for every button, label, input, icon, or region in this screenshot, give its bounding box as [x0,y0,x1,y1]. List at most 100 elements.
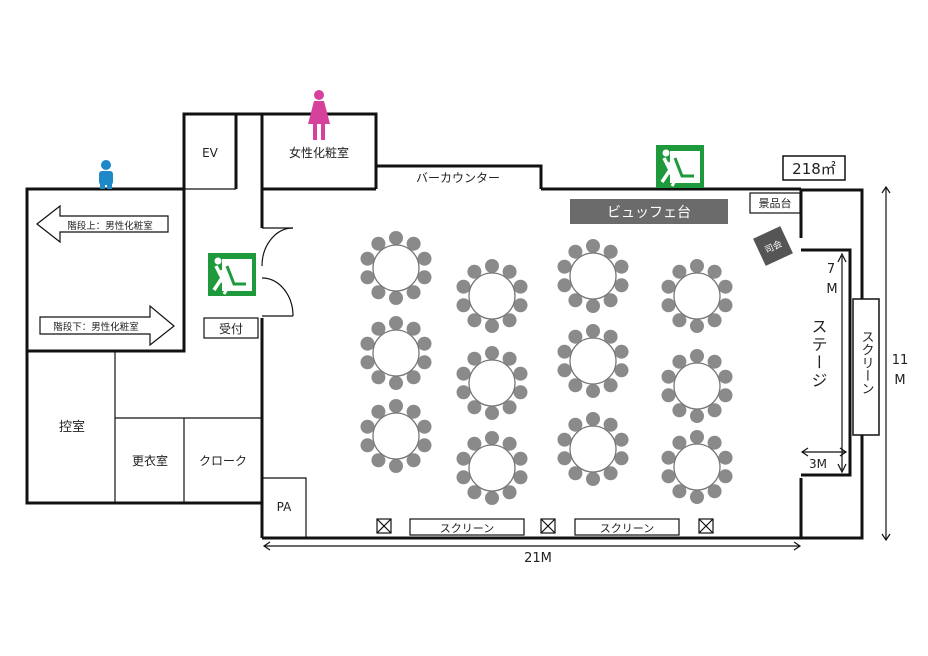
chair [586,472,600,486]
chair [389,231,403,245]
chair [513,366,528,381]
emergency-exit-icon [656,145,704,188]
chair [360,336,375,351]
chair [672,313,687,328]
chair [557,432,572,447]
chair [406,453,421,468]
chair [614,451,629,466]
stage-label: ステージ [809,318,828,390]
chair [389,459,403,473]
chair [467,351,482,366]
chair [718,469,733,484]
bottom-screen-1 [409,518,525,536]
chair [456,279,471,294]
chair [417,336,432,351]
round-table [569,252,617,300]
round-table [468,444,516,492]
bottom-screen-2 [574,518,680,536]
chair [417,419,432,434]
round-table [673,443,721,491]
chair [690,349,704,363]
chair [417,251,432,266]
round-table [673,272,721,320]
chair [456,298,471,313]
chair [389,399,403,413]
chair [661,388,676,403]
chair [614,259,629,274]
chair [661,298,676,313]
chair [661,450,676,465]
chair [371,453,386,468]
chair [360,419,375,434]
ev-label: EV [202,146,219,160]
chair [718,450,733,465]
buffet-table-label: ビュッフェ台 [607,205,691,221]
stage [801,248,852,477]
chair [718,369,733,384]
stage-width-label: 3M [809,457,827,471]
chair [614,432,629,447]
chair [389,291,403,305]
cloakroom-label: クローク [199,454,247,468]
stage-screen-label: スクリーン [859,330,874,395]
chair [568,417,583,432]
width-dimension-label: 21M [524,551,552,566]
chair [603,466,618,481]
chair [672,354,687,369]
chair [513,451,528,466]
chair [614,363,629,378]
chair [360,355,375,370]
chair [456,470,471,485]
chair [557,451,572,466]
chair [485,319,499,333]
round-table [569,425,617,473]
chair [603,417,618,432]
chair [406,321,421,336]
speaker-box [376,518,392,534]
female-restroom-icon [308,90,330,140]
chair [360,251,375,266]
chair [456,385,471,400]
chair [690,409,704,423]
chair [707,354,722,369]
chair [586,299,600,313]
chair [485,346,499,360]
prize-table-label: 景品台 [759,196,792,210]
chair [586,384,600,398]
round-table [372,329,420,377]
chair [557,363,572,378]
chair [718,279,733,294]
chair [707,264,722,279]
chair [707,313,722,328]
chair [661,369,676,384]
chair [513,279,528,294]
chair [661,469,676,484]
chair [371,236,386,251]
bottom-screen-1-label: スクリーン [440,522,494,535]
male-restroom-icon [99,160,113,189]
area-label: 218㎡ [792,160,836,178]
stair-up-label: 階段上：男性化粧室 [67,220,153,232]
stair-down-arrow: 階段下：男性化粧室 [39,304,175,347]
chair [690,319,704,333]
pa-label: PA [277,500,292,514]
speaker-box [540,518,556,534]
round-table [468,272,516,320]
area-box [782,155,846,181]
height-dimension-number: 11 [892,353,909,368]
chair [467,264,482,279]
chair [568,329,583,344]
chair [467,400,482,415]
chair [513,470,528,485]
chair [485,431,499,445]
stage-depth-unit: M [826,282,837,297]
chair [417,438,432,453]
chair [485,491,499,505]
round-table [372,412,420,460]
chair [389,376,403,390]
chair [586,324,600,338]
chair [406,404,421,419]
chair [707,484,722,499]
chair [690,490,704,504]
chair [690,430,704,444]
